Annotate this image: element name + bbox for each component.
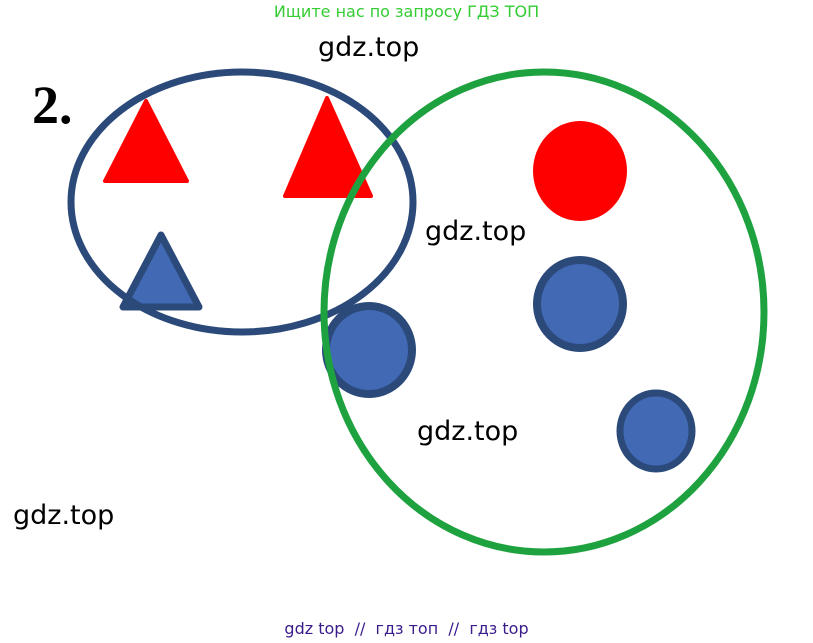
red-triangle [283, 96, 373, 198]
footer-link[interactable]: гдз топ [375, 619, 439, 638]
footer-link[interactable]: gdz top [284, 619, 345, 638]
watermark-text: gdz.top [13, 500, 115, 531]
set-b-oval [320, 68, 768, 556]
blue-circle [322, 302, 416, 398]
footer-link[interactable]: гдз top [469, 619, 529, 638]
set-a-oval [67, 68, 417, 336]
blue-circle [533, 256, 627, 352]
watermark-text: gdz.top [417, 416, 519, 447]
watermark-text: gdz.top [425, 216, 527, 247]
blue-triangle [119, 231, 203, 311]
footer-separator: // [448, 619, 460, 638]
footer-links: gdz top // гдз топ // гдз top [0, 619, 813, 638]
blue-circle [616, 389, 696, 473]
top-banner[interactable]: Ищите нас по запросу ГДЗ ТОП [273, 2, 540, 21]
problem-number: 2. [32, 75, 73, 135]
red-triangle [103, 99, 189, 183]
footer-separator: // [354, 619, 366, 638]
red-circle [533, 121, 627, 221]
watermark-text: gdz.top [318, 32, 420, 63]
